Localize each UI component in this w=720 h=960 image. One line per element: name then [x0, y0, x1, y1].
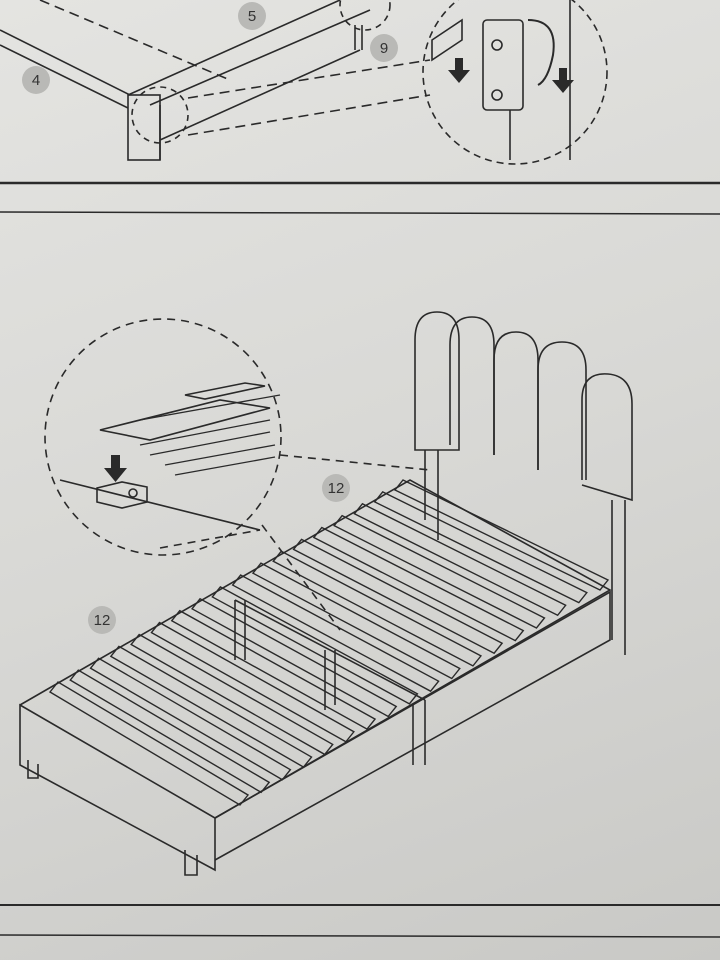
slat — [333, 514, 546, 629]
divider — [0, 934, 720, 938]
slat — [272, 550, 483, 667]
slat-detail-circle — [44, 318, 282, 556]
slat — [353, 502, 567, 617]
part-label-12: 12 — [322, 474, 350, 502]
headboard — [414, 311, 633, 655]
slat — [150, 621, 355, 743]
part-label-5: 5 — [238, 2, 266, 30]
hook-detail-circle — [422, 0, 608, 165]
slat — [393, 479, 610, 591]
slat-detail-drawing — [44, 318, 431, 631]
bed-frame — [19, 479, 612, 876]
slat — [99, 399, 271, 441]
slat — [373, 491, 588, 604]
slats — [48, 479, 610, 806]
slat — [130, 633, 334, 756]
slat — [190, 597, 398, 718]
slat — [211, 586, 419, 705]
divider — [0, 211, 720, 215]
top-step-drawing — [0, 0, 608, 165]
slat — [48, 681, 250, 806]
part-label-12: 12 — [88, 606, 116, 634]
bracket-plate — [482, 19, 524, 111]
arrow-icon — [448, 58, 574, 93]
slat — [109, 645, 313, 768]
slat — [292, 538, 504, 655]
slat — [312, 526, 525, 642]
part-label-9: 9 — [370, 34, 398, 62]
slat — [231, 574, 440, 693]
slat — [89, 657, 292, 781]
slat — [170, 609, 377, 731]
slat — [251, 562, 461, 680]
part-label-4: 4 — [22, 66, 50, 94]
arrow-icon — [104, 455, 127, 482]
slat — [69, 669, 271, 794]
